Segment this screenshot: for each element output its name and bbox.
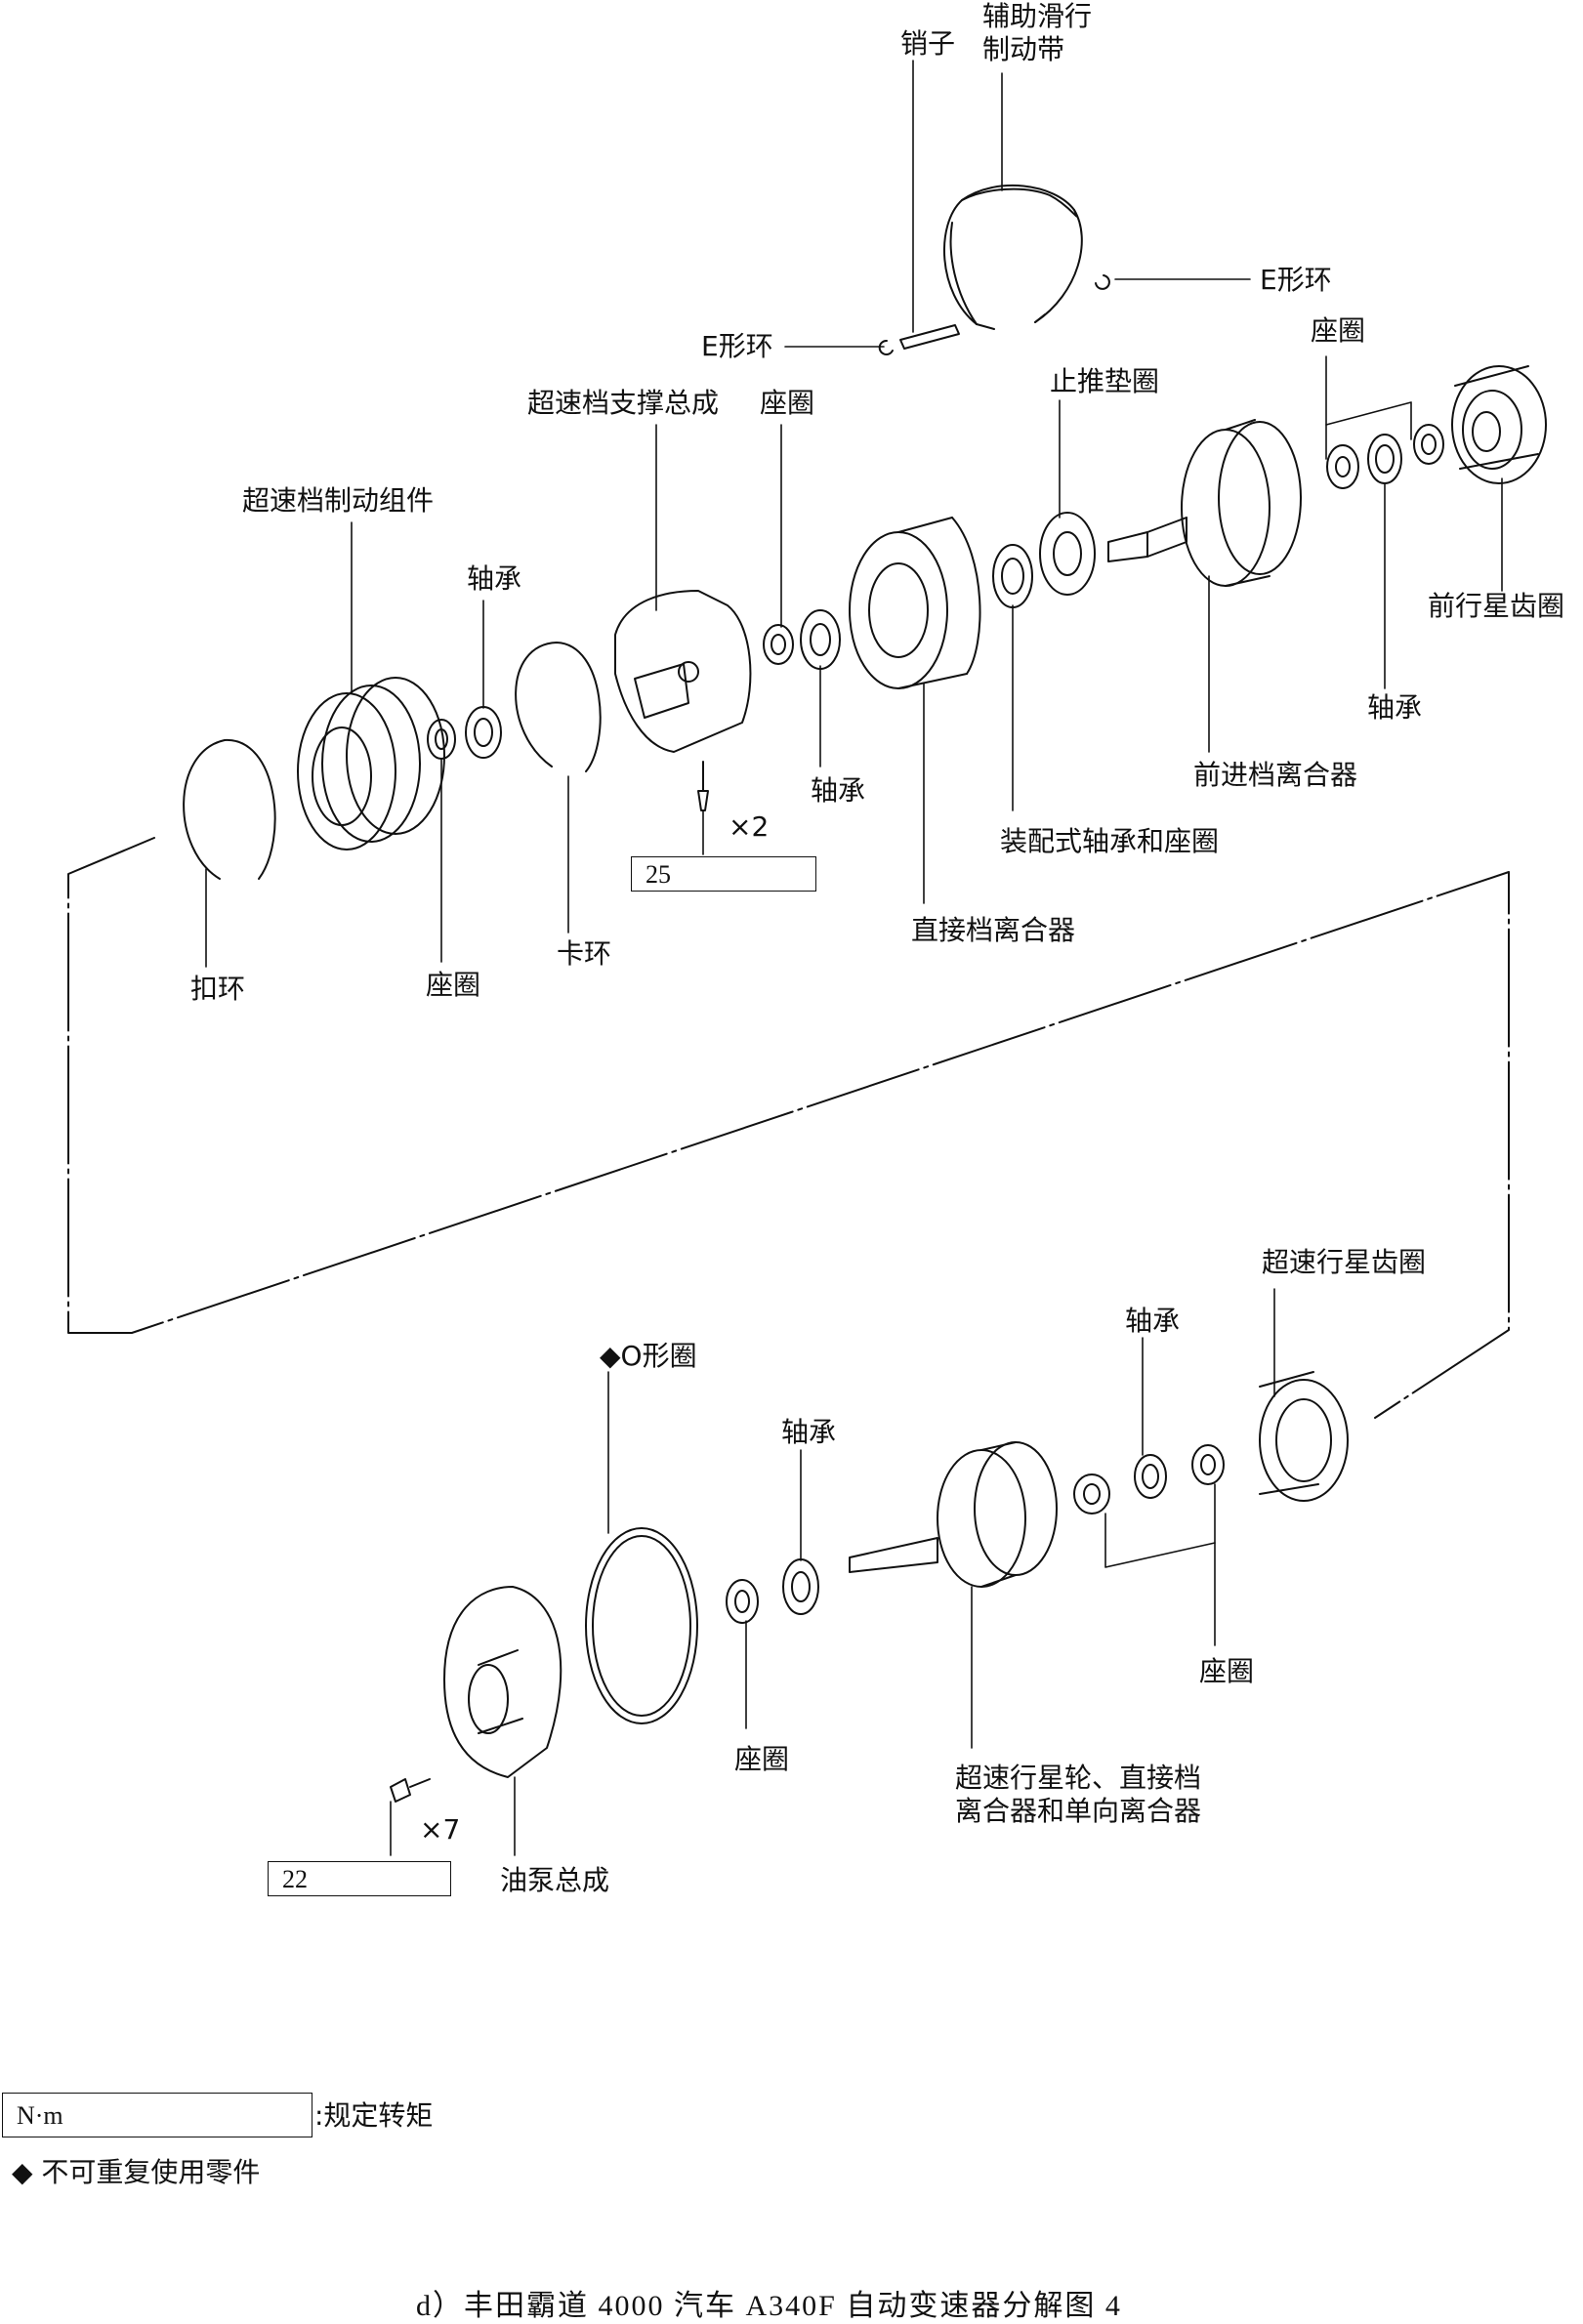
e-ring-right-part [1095,274,1110,290]
label-oil-pump: 油泵总成 [500,1864,610,1896]
e-ring-left-part [878,339,894,355]
bearing-top-part [465,706,502,759]
label-direct-clutch: 直接档离合器 [911,914,1076,946]
label-bearing-top: 轴承 [467,562,522,595]
legend-torque-box: N·m [2,2093,312,2137]
label-front-planet-ring: 前行星齿圈 [1428,590,1565,622]
bearing-lower-part [782,1558,819,1615]
brake-band-part [943,184,1083,330]
od-support-part [614,590,752,811]
leader-lines [205,60,1503,1856]
label-od-planet-assy: 超速行星轮、直接档 离合器和单向离合器 [955,1762,1202,1827]
label-bearing-lower: 轴承 [781,1416,837,1448]
label-times2: ×2 [729,810,770,843]
label-od-brake-group: 超速档制动组件 [242,484,435,517]
label-assembled-bearing: 装配式轴承和座圈 [1000,825,1220,857]
label-pin: 销子 [900,27,956,60]
od-planet-assy-part [849,1441,1058,1588]
o-ring-part [585,1527,698,1724]
bearing-lr-part [1134,1454,1167,1499]
bearing-tr-part [1367,434,1402,484]
label-e-ring-right: E形环 [1260,264,1332,296]
torque-box-upper: 25 [631,856,816,892]
pump-bolt-part [390,1778,431,1803]
legend-torque-desc: :规定转矩 [314,2099,434,2132]
label-aux-brake-band: 辅助滑行 制动带 [982,0,1093,65]
label-o-ring: ◆O形圈 [600,1340,697,1372]
seat-ring-lower-part [726,1579,759,1624]
label-snap-ring-r: 扣环 [190,973,246,1005]
forward-clutch-part [1107,419,1302,587]
seat-ring-tr-part [1326,444,1359,489]
assembled-bearing-part [992,544,1033,608]
label-times7: ×7 [420,1813,461,1846]
label-seat-ring-lower: 座圈 [734,1743,790,1775]
stop-thrust-washer-part [1039,512,1096,596]
seat-ring-lr-part [1191,1444,1225,1485]
snap-ring-r-part [183,738,276,880]
seat-ring-mid-part [763,624,794,665]
direct-clutch-part [849,517,981,689]
group-link-lines [67,837,1510,1419]
snap-ring-k-part [515,642,602,772]
figure-caption: d）丰田霸道 4000 汽车 A340F 自动变速器分解图 4 [416,2290,1122,2322]
bearing-mid-part [800,609,841,670]
od-brake-group-part [297,677,445,851]
front-planet-ring-part [1451,365,1547,484]
label-stop-thrust-washer: 止推垫圈 [1050,365,1160,397]
label-bearing-mid: 轴承 [811,774,866,807]
label-seat-ring-left: 座圈 [426,969,481,1001]
label-od-support: 超速档支撑总成 [527,387,720,419]
od-planet-ring-part [1259,1371,1349,1502]
label-e-ring-left: E形环 [701,330,773,362]
label-od-planet-ring: 超速行星齿圈 [1262,1246,1427,1278]
label-bearing-right: 轴承 [1367,691,1423,724]
legend-nonreusable: ◆ 不可重复使用零件 [12,2156,261,2188]
pin-part [899,324,960,350]
oil-pump-part [443,1586,562,1778]
label-snap-ring-k: 卡环 [557,937,612,970]
torque-box-lower: 22 [268,1861,451,1896]
label-forward-clutch: 前进档离合器 [1193,759,1358,791]
label-bearing-lower-right: 轴承 [1125,1305,1181,1337]
label-seat-ring-mid: 座圈 [760,387,815,419]
label-seat-ring-lower-right: 座圈 [1199,1655,1255,1687]
label-seat-ring-top-right: 座圈 [1311,314,1366,347]
